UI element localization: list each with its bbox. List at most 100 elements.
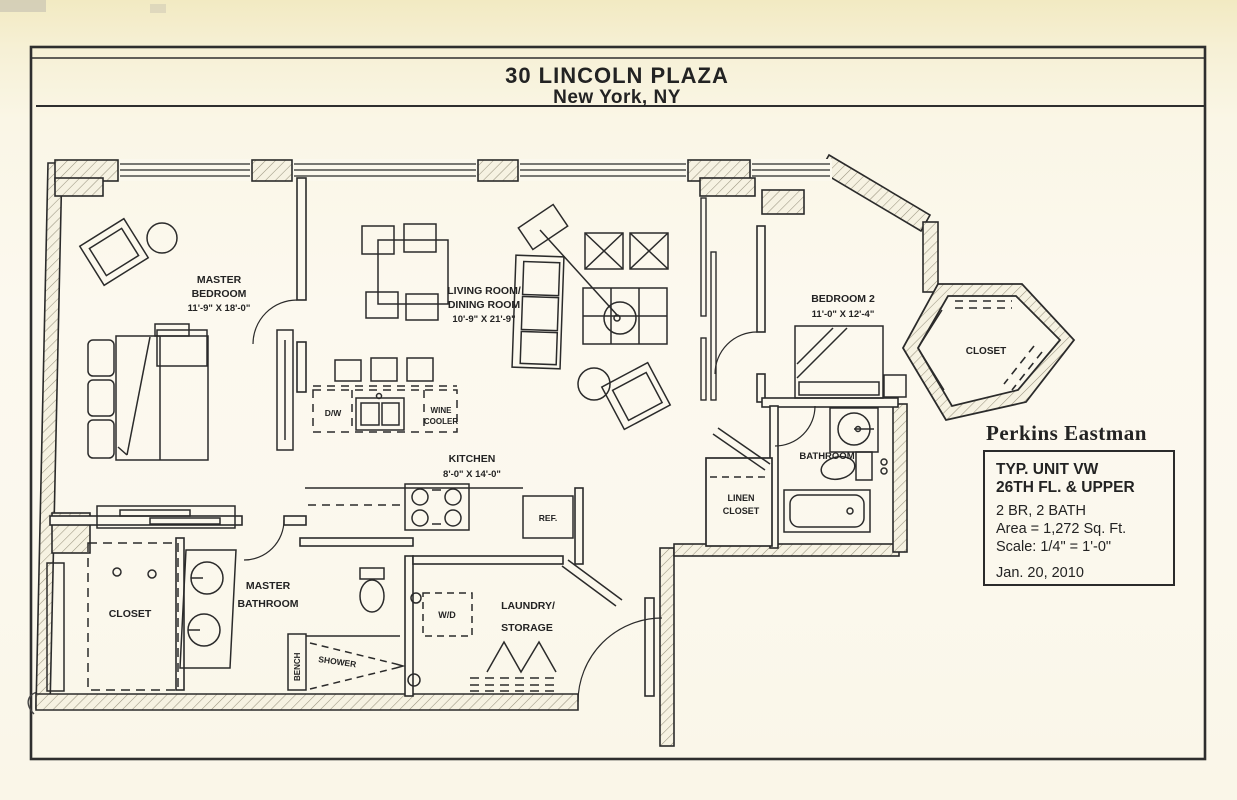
pier	[54, 177, 104, 197]
sliding-partition-panels	[700, 197, 717, 401]
label-washer-dryer: W/D	[438, 610, 456, 620]
label-linen-closet: CLOSET	[723, 506, 760, 516]
wall-laundry-east	[644, 597, 655, 697]
windows	[118, 159, 832, 181]
label-refrigerator: REF.	[539, 513, 557, 523]
vanity-double-sink	[179, 549, 237, 669]
unit-config-label: 2 BR, 2 BATH	[996, 503, 1086, 519]
wall-mbr-kitchen	[296, 341, 307, 393]
pier	[477, 159, 519, 182]
closet-shelf-dashes	[955, 300, 1043, 391]
exterior-walls	[35, 153, 939, 747]
window	[750, 159, 832, 181]
pier	[761, 189, 805, 215]
label-shower: SHOWER	[318, 654, 357, 669]
kitchen-sink	[355, 392, 405, 431]
label-bench: BENCH	[293, 652, 302, 681]
label-master-bedroom: MASTER	[197, 274, 242, 286]
bedroom-armchair	[78, 217, 150, 287]
pier	[251, 159, 293, 182]
wall-laundry-north	[412, 555, 564, 565]
label-laundry-storage: LAUNDRY/	[501, 600, 555, 612]
label-kitchen-dims: 8'-0" X 14'-0"	[443, 469, 501, 480]
wall-closet-bath	[175, 537, 185, 691]
wall-mbr-south-stub	[283, 515, 307, 526]
wall-bedroom2-west-stub	[756, 373, 766, 403]
living-dining-furniture	[361, 203, 672, 431]
wall-kitchen-bath	[299, 537, 414, 547]
room-labels: MASTER BEDROOM 11'-9" X 18'-0" LIVING RO…	[109, 274, 1007, 634]
ottoman-x	[629, 232, 669, 270]
window	[118, 159, 252, 181]
storage-shelf-dashes	[470, 677, 560, 692]
architect-title-block: Perkins Eastman TYP. UNIT VW 26TH FL. & …	[983, 421, 1175, 586]
door-arc-master-bedroom	[252, 299, 298, 345]
label-master-closet: CLOSET	[109, 608, 152, 620]
stove	[404, 483, 470, 531]
bar-stools	[334, 357, 434, 382]
label-bedroom2-dims: 11'-0" X 12'-4"	[812, 309, 875, 320]
pier	[699, 177, 756, 197]
label-kitchen: KITCHEN	[449, 453, 496, 465]
east-wall-upper	[922, 221, 939, 293]
wall-mbr-living	[296, 177, 307, 301]
unit-type-label: TYP. UNIT VW	[996, 461, 1099, 478]
bedroom2-closet-structure	[901, 283, 1076, 422]
south-wall	[35, 693, 579, 711]
arc-floor-lamp	[517, 203, 619, 317]
window	[518, 159, 688, 181]
window	[292, 159, 478, 181]
nightstand	[883, 374, 907, 398]
laundry-fixtures	[407, 592, 560, 692]
wardrobe	[276, 329, 294, 451]
east-wall-lower	[892, 403, 908, 553]
linen-closet-structure	[705, 427, 773, 547]
interior-walls	[49, 177, 899, 697]
building-title: 30 LINCOLN PLAZA	[505, 63, 729, 88]
kitchen-fixtures	[305, 357, 574, 539]
bathroom2-sink	[829, 407, 879, 453]
door-arc-entry	[577, 617, 663, 703]
kitchen-island	[312, 389, 458, 433]
unit-scale-label: Scale: 1/4" = 1'-0"	[996, 539, 1111, 555]
label-bedroom2-closet: CLOSET	[966, 346, 1007, 357]
label-wine-cooler: COOLER	[424, 417, 458, 426]
unit-info-box	[983, 450, 1175, 586]
scan-smudge	[0, 0, 46, 12]
label-living-dining-dims: 10'-9" X 21'-9"	[452, 314, 515, 325]
label-wine-cooler: WINE	[431, 406, 453, 415]
bathtub	[783, 489, 871, 533]
washer-dryer-unit	[422, 592, 473, 637]
bench-seat	[287, 633, 307, 691]
label-living-dining: DINING ROOM	[448, 299, 521, 311]
master-closet-shelving	[46, 542, 179, 692]
master-bed	[87, 335, 209, 461]
label-bathroom2: BATHROOM	[799, 451, 854, 462]
west-wall	[35, 162, 63, 709]
unit-floor-label: 26TH FL. & UPPER	[996, 479, 1135, 496]
label-master-bedroom-dims: 11'-9" X 18'-0"	[188, 303, 251, 314]
bedroom2-furniture	[794, 325, 907, 399]
ottoman-x	[584, 232, 624, 270]
door-arc-bedroom2	[714, 331, 758, 375]
wall-kitchen-corridor	[574, 487, 584, 565]
dining-set	[361, 223, 449, 321]
dresser	[96, 505, 236, 529]
building-city: New York, NY	[553, 87, 681, 108]
hinge-mark	[410, 592, 422, 604]
door-arcs	[243, 299, 816, 703]
label-laundry-storage: STORAGE	[501, 622, 553, 634]
label-living-dining: LIVING ROOM/	[447, 285, 521, 297]
bathroom2-toilet	[820, 451, 888, 481]
shower-stall	[306, 635, 406, 690]
drawing-date-label: Jan. 20, 2010	[996, 565, 1084, 581]
refrigerator	[522, 495, 574, 539]
coffee-table	[582, 287, 668, 345]
laundry-angled-door	[561, 559, 623, 607]
louver-bifold-doors	[486, 640, 557, 674]
label-master-bathroom: MASTER	[246, 580, 291, 592]
round-side-table	[577, 367, 611, 401]
entry-corridor-wall	[659, 547, 675, 747]
